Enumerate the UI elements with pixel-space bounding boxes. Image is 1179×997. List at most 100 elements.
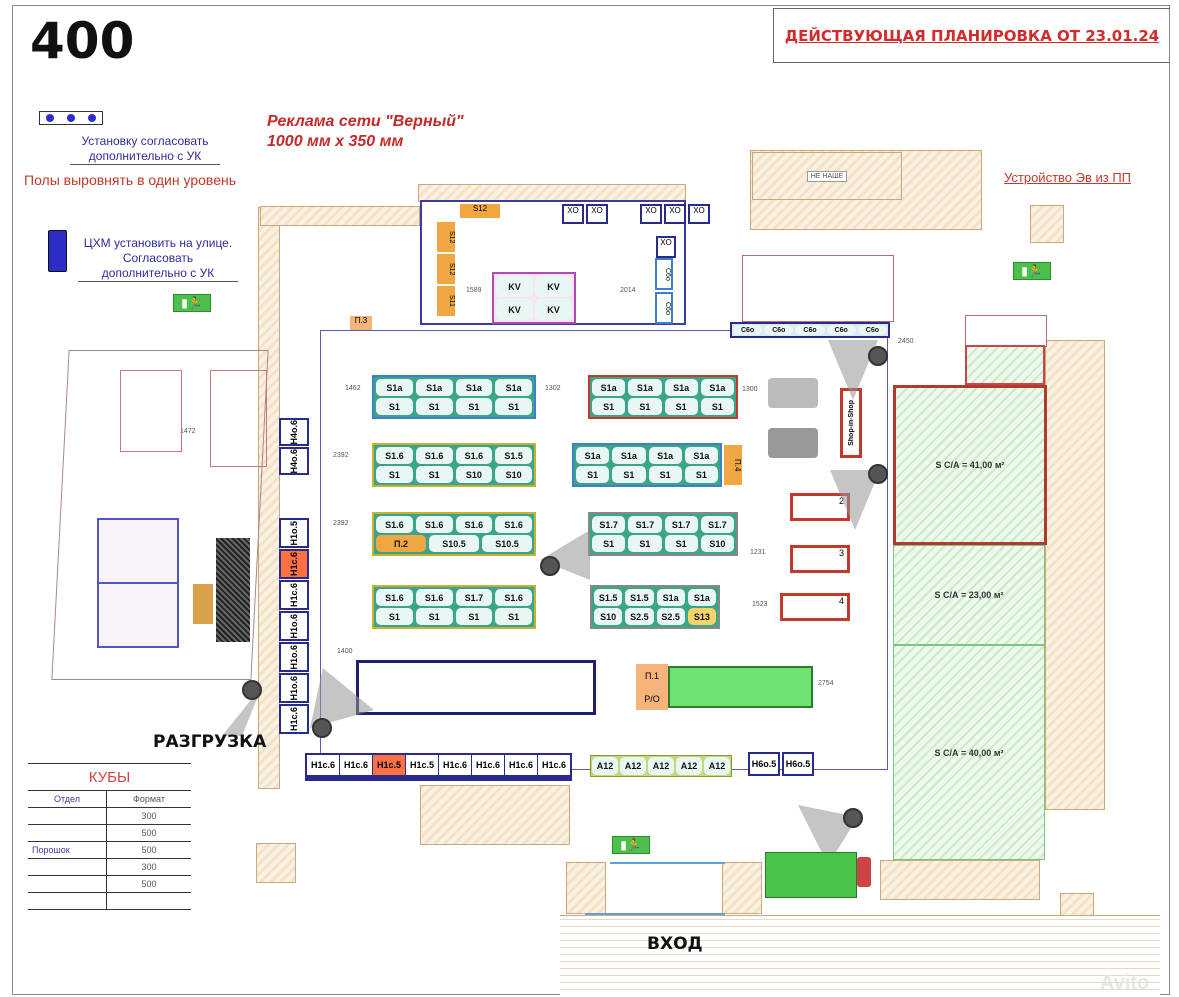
- dim-1302: 1302: [545, 385, 561, 392]
- shelf: S1: [628, 398, 662, 415]
- ad-note: Реклама сети "Верный" 1000 мм х 350 мм: [267, 113, 464, 150]
- unit-xo: XO: [664, 204, 686, 224]
- dim-2392: 2392: [333, 452, 349, 459]
- cubes-header-dept: Отдел: [28, 790, 107, 808]
- shelf: S1: [415, 608, 453, 625]
- checkout-1[interactable]: Shop-in-Shop: [840, 388, 862, 458]
- shelf: S1a: [684, 447, 718, 464]
- shelf: S1a: [576, 447, 610, 464]
- wall-fridge: Н4о.6: [279, 447, 309, 475]
- back-room-top-units: S12 XO XO XO XO XO: [460, 204, 710, 224]
- shelf: S1a: [415, 379, 453, 396]
- shopping-carts: [765, 852, 857, 898]
- front-fridge: Н1с.6: [538, 755, 570, 775]
- exit-sign-icon: ▮🏃: [612, 836, 650, 854]
- camera-icon: [242, 680, 262, 700]
- wall-fridge: Н1о.6: [279, 611, 309, 641]
- shelf: S1a: [687, 589, 716, 606]
- front-fridge-row: Н1с.6 Н1с.6 Н1с.5 Н1с.5 Н1с.6 Н1с.6 Н1с.…: [305, 753, 572, 781]
- promo-p1: П.1 Р/О: [636, 664, 668, 710]
- wall-top-left: [260, 206, 420, 226]
- shelf: S13: [687, 608, 716, 625]
- shelf: S1.6: [495, 589, 532, 606]
- shelf: S1a: [700, 379, 734, 396]
- shelf: S10.5: [429, 535, 479, 552]
- shelf: S1: [376, 608, 413, 625]
- front-fridge: Н1с.6: [439, 755, 471, 775]
- checkout-3[interactable]: 3: [790, 545, 850, 573]
- pallet-area: [216, 538, 250, 642]
- unit-xo: XO: [586, 204, 608, 224]
- shelf: S1: [495, 608, 532, 625]
- round-table: [768, 378, 818, 408]
- front-fridge: Н1с.5: [406, 755, 438, 775]
- shelf: S1.5: [594, 589, 623, 606]
- back-room: [420, 200, 686, 325]
- shelf: S1.6: [376, 589, 413, 606]
- front-fridge: Н1с.6: [340, 755, 372, 775]
- table-row: 300: [28, 858, 191, 876]
- wall-fridge-column: Н1о.5 Н1с.6 Н1с.6 Н1о.6 Н1о.6 Н1о.6 Н1с.…: [279, 518, 309, 734]
- center-island: KV KV KV KV: [492, 272, 576, 324]
- shelf: S1.7: [592, 516, 626, 533]
- shelf: S1: [664, 535, 698, 552]
- shelf: S1: [415, 466, 453, 483]
- shelf: S1.6: [376, 516, 413, 533]
- top-aisle-fridges: C6o C6o C6o C6o C6o: [730, 322, 890, 338]
- shelf: S10: [455, 466, 493, 483]
- shelf: S1.5: [625, 589, 654, 606]
- column: [256, 843, 296, 883]
- table-row: 300: [28, 807, 191, 825]
- sublease-area-3: S С/А = 40,00 м²: [893, 645, 1045, 860]
- wall-right: [1045, 340, 1105, 810]
- cold-chamber-1: [97, 518, 179, 584]
- shelf: S1.6: [495, 516, 532, 533]
- shelf: S1a: [664, 379, 698, 396]
- shelf: S1: [612, 466, 646, 483]
- shelf: S1.7: [664, 516, 698, 533]
- shelf: S1: [592, 398, 626, 415]
- wall-entrance-left: [566, 862, 606, 914]
- front-fridge: Н1с.6: [472, 755, 504, 775]
- shelf: S1.6: [415, 589, 453, 606]
- entrance-label: ВХОД: [647, 934, 703, 954]
- island-cell: KV: [535, 276, 572, 297]
- shelf: S1.7: [628, 516, 662, 533]
- shelf: S10: [700, 535, 734, 552]
- front-fridge: Н1с.5: [373, 755, 405, 775]
- camera-icon: [868, 464, 888, 484]
- fan-unit-icon: [39, 111, 103, 125]
- toilet-room: [965, 315, 1047, 347]
- shelf: S1: [376, 466, 413, 483]
- front-fridge: Н6о.5: [748, 752, 780, 776]
- shelf: S1: [415, 398, 453, 415]
- island-cell: KV: [496, 276, 533, 297]
- checkout-4[interactable]: 4: [780, 593, 850, 621]
- plan-title-box: ДЕЙСТВУЮЩАЯ ПЛАНИРОВКА ОТ 23.01.24: [773, 8, 1170, 63]
- shelf: S1a: [376, 379, 413, 396]
- shelf: S1a: [656, 589, 685, 606]
- dim-2754: 2754: [818, 680, 834, 687]
- shelf: S10.5: [482, 535, 532, 552]
- shelf: S1: [376, 398, 413, 415]
- shelf: S1: [648, 466, 682, 483]
- service-room: [742, 255, 894, 322]
- promo-p4: П.4: [724, 445, 742, 485]
- shelf: S1.5: [495, 447, 532, 464]
- unit-c6o: C6o: [795, 325, 825, 335]
- shelf: S1a: [628, 379, 662, 396]
- device-note: Устройство Эв из ПП: [1004, 170, 1132, 185]
- shelf: S1a: [592, 379, 626, 396]
- dim-1472: 1472: [180, 428, 196, 435]
- not-ours-label: НЕ НАШЕ: [806, 170, 848, 182]
- cold-chamber-2: [97, 582, 179, 648]
- plan-title: ДЕЙСТВУЮЩАЯ ПЛАНИРОВКА ОТ 23.01.24: [784, 26, 1160, 45]
- unit-s11: S11: [437, 286, 455, 316]
- camera-icon: [868, 346, 888, 366]
- checkout-2[interactable]: 2: [790, 493, 850, 521]
